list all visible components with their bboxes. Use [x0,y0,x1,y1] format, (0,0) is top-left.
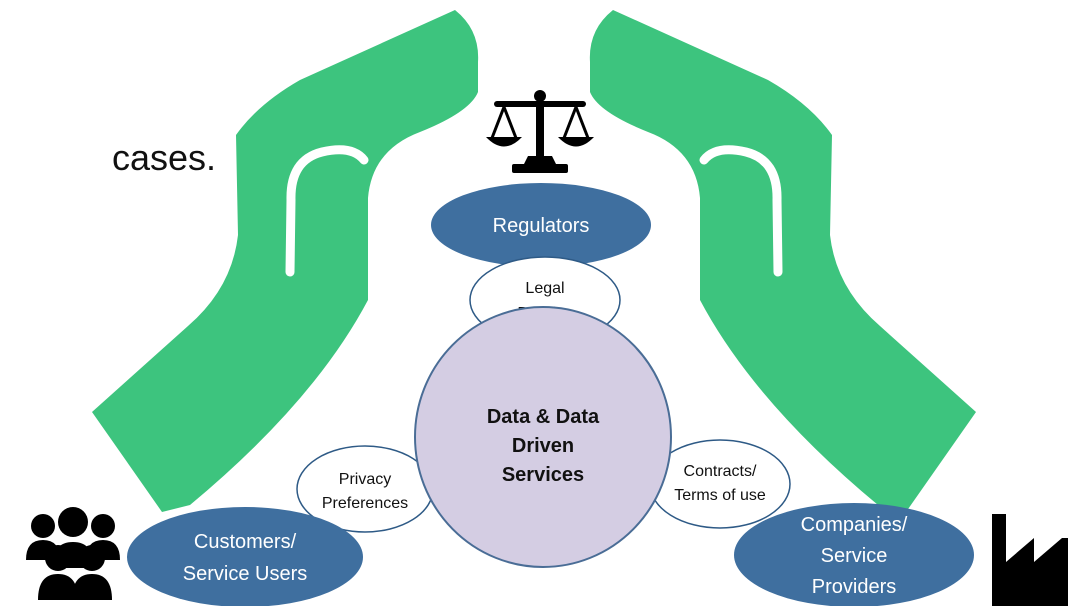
privacy-preferences-line-1: Privacy [339,471,391,488]
contracts-line-2: Terms of use [674,487,766,504]
factory-icon [992,514,1068,606]
companies-line-1: Companies/ [801,514,908,536]
privacy-preferences-node: Privacy Preferences [296,445,434,533]
customers-line-2: Service Users [183,563,307,585]
customers-node: Customers/ Service Users [127,507,363,607]
companies-node: Companies/ Service Providers [734,503,974,607]
legal-policies-line-1: Legal [525,280,564,297]
customers-line-1: Customers/ [194,531,297,553]
left-hand-icon [92,10,479,512]
group-of-people-icon [26,507,120,600]
partial-caption: cases. [112,137,216,178]
right-hand-icon [589,10,976,512]
companies-line-3: Providers [812,576,896,598]
companies-line-2: Service [821,545,888,567]
contracts-line-1: Contracts/ [684,463,757,480]
center-line-1: Data & Data [487,406,600,428]
regulators-label: Regulators [493,215,590,237]
scales-of-justice-icon [486,90,594,173]
data-services-node: Data & Data Driven Services [414,306,672,568]
regulators-node: Regulators [431,183,651,267]
privacy-preferences-line-2: Preferences [322,495,408,512]
center-line-2: Driven [512,435,574,457]
center-line-3: Services [502,464,584,486]
